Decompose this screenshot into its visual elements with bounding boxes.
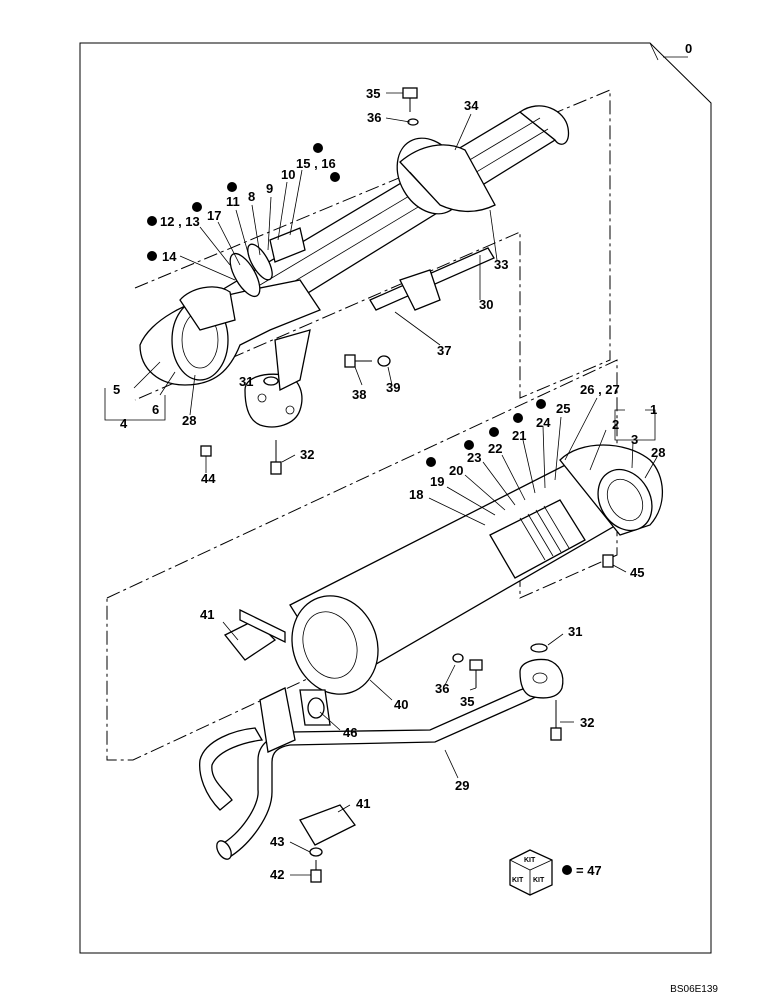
drawing-code: BS06E139	[670, 984, 718, 995]
callout-36-top: 36	[367, 110, 381, 125]
hydraulic-pipe-29	[199, 684, 541, 860]
callout-28-bottom: 28	[651, 445, 665, 460]
callout-32-top: 32	[300, 447, 314, 462]
callout-17: 17	[207, 208, 221, 223]
diagram-frame	[79, 42, 712, 954]
callout-4: 4	[120, 416, 128, 431]
callout-35-bottom: 35	[460, 694, 474, 709]
fasteners-lower	[309, 554, 614, 883]
callout-42: 42	[270, 867, 284, 882]
callout-43: 43	[270, 834, 284, 849]
callout-31-top: 31	[239, 374, 253, 389]
callout-32-bottom: 32	[580, 715, 594, 730]
callout-2: 2	[612, 417, 619, 432]
cylinder-head-flange	[244, 329, 311, 428]
pipe-flange	[519, 658, 564, 699]
callout-44: 44	[201, 471, 216, 486]
kit-box-left-label: KIT	[512, 877, 524, 884]
callout-9: 9	[266, 181, 273, 196]
callout-14: 14	[162, 249, 177, 264]
callout-30: 30	[479, 297, 493, 312]
callout-31-bottom: 31	[568, 624, 582, 639]
kit-legend-label: = 47	[576, 863, 602, 878]
callout-23: 23	[467, 450, 481, 465]
callout-21: 21	[512, 428, 526, 443]
kit-legend: KIT KIT KIT = 47	[509, 849, 602, 896]
callout-20: 20	[449, 463, 463, 478]
callout-labels: 0 35 36 34 15 , 16 10 9 8 11 17 12 , 13 …	[113, 41, 692, 882]
callout-26-27: 26 , 27	[580, 382, 620, 397]
callout-36-bottom: 36	[435, 681, 449, 696]
leader-lines	[104, 42, 659, 876]
kit-bullet-icon	[562, 865, 572, 875]
kit-box-right-label: KIT	[533, 877, 545, 884]
callout-15-16: 15 , 16	[296, 156, 336, 171]
callout-29: 29	[455, 778, 469, 793]
kit-bullets	[147, 143, 546, 467]
callout-3: 3	[631, 432, 638, 447]
callout-35-top: 35	[366, 86, 380, 101]
callout-1: 1	[650, 402, 657, 417]
callout-19: 19	[430, 474, 444, 489]
callout-12-13: 12 , 13	[160, 214, 200, 229]
callout-41-bottom: 41	[356, 796, 370, 811]
callout-39: 39	[386, 380, 400, 395]
pipe-clamps-46	[259, 687, 331, 753]
kit-box-top-label: KIT	[524, 857, 536, 864]
callout-40: 40	[394, 697, 408, 712]
piston-cutaway	[489, 499, 586, 579]
callout-25: 25	[556, 401, 570, 416]
callout-8: 8	[248, 189, 255, 204]
callout-41-top: 41	[200, 607, 214, 622]
callout-33: 33	[494, 257, 508, 272]
callout-24: 24	[536, 415, 551, 430]
callout-22: 22	[488, 441, 502, 456]
callout-18: 18	[409, 487, 423, 502]
callout-6: 6	[152, 402, 159, 417]
rod-eye-assembly	[139, 279, 321, 386]
callout-45: 45	[630, 565, 644, 580]
callout-10: 10	[281, 167, 295, 182]
callout-46: 46	[343, 725, 357, 740]
callout-28-top: 28	[182, 413, 196, 428]
callout-37: 37	[437, 343, 451, 358]
rod-guard-band	[399, 144, 496, 213]
lower-bracket-41	[299, 804, 356, 846]
callout-34: 34	[464, 98, 479, 113]
callout-5: 5	[113, 382, 120, 397]
barrel-bracket-41	[223, 608, 286, 661]
callout-38: 38	[352, 387, 366, 402]
bracket-37	[399, 269, 441, 311]
callout-0: 0	[685, 41, 692, 56]
callout-11: 11	[226, 194, 240, 209]
barrel-assembly-outline	[106, 359, 618, 761]
